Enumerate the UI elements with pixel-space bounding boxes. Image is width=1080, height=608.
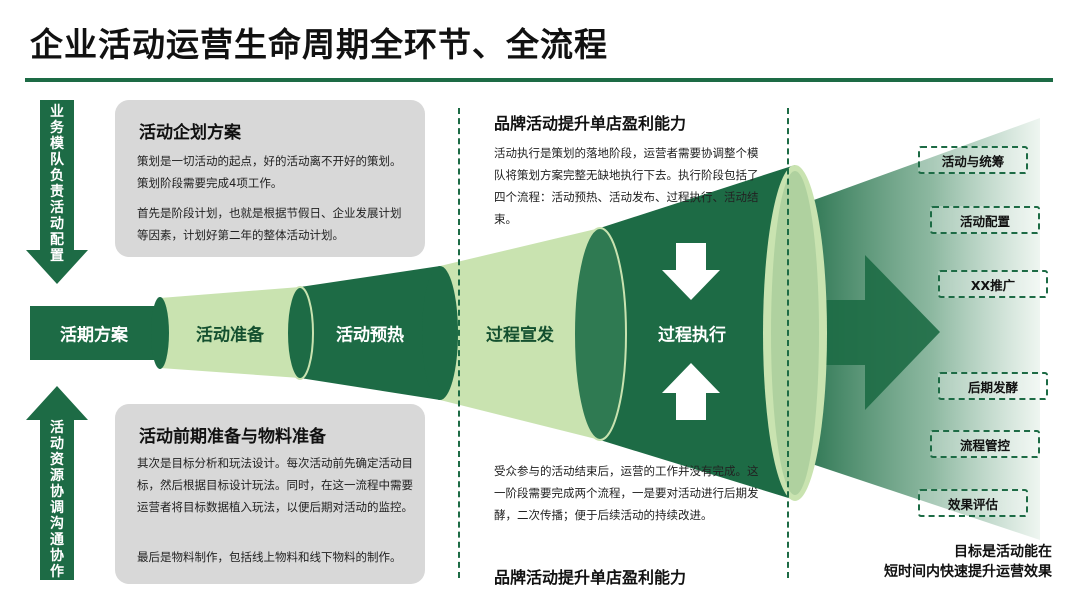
output-box-coordination: 活动与统筹 [918, 146, 1028, 174]
output-box-evaluation: 效果评估 [918, 489, 1028, 517]
stage-label-publicity: 过程宣发 [486, 321, 554, 346]
goal-line1: 目标是活动能在 [884, 542, 1052, 562]
panel-top-text: 活动执行是策划的落地阶段，运营者需要协调整个模队将策划方案完整无缺地执行下去。执… [494, 142, 766, 230]
panel-top-title: 品牌活动提升单店盈利能力 [494, 110, 686, 134]
bottom-vertical-label: 活动资源协调沟通协作 [48, 420, 66, 580]
output-box-config: 活动配置 [930, 206, 1040, 234]
goal-line2: 短时间内快速提升运营效果 [884, 562, 1052, 582]
output-box-fermentation: 后期发酵 [938, 372, 1048, 400]
top-vertical-label: 业务模队负责活动配置 [48, 104, 66, 264]
stage-label-plan: 活期方案 [60, 321, 128, 346]
divider-left [458, 108, 460, 578]
output-box-promotion: XX推广 [938, 270, 1048, 298]
stage-label-execute: 过程执行 [658, 321, 726, 346]
stage-label-warmup: 活动预热 [336, 321, 404, 346]
prep-card: 活动前期准备与物料准备 其次是目标分析和玩法设计。每次活动前先确定活动目标，然后… [115, 404, 425, 584]
plan-card-para1: 策划是一切活动的起点，好的活动离不开好的策划。策划阶段需要完成4项工作。 [137, 150, 407, 194]
divider-right [787, 108, 789, 578]
plan-card-para2: 首先是阶段计划，也就是根据节假日、企业发展计划等因素，计划好第二年的整体活动计划… [137, 202, 407, 246]
prep-card-para1: 其次是目标分析和玩法设计。每次活动前先确定活动目标，然后根据目标设计玩法。同时，… [137, 452, 415, 518]
prep-card-heading: 活动前期准备与物料准备 [139, 422, 326, 447]
output-box-process-control: 流程管控 [930, 430, 1040, 458]
prep-card-para2: 最后是物料制作，包括线上物料和线下物料的制作。 [137, 546, 419, 568]
panel-bottom-text: 受众参与的活动结束后，运营的工作并没有完成。这一阶段需要完成两个流程，一是要对活… [494, 460, 766, 526]
stage-label-prepare: 活动准备 [196, 321, 264, 346]
panel-bottom-title: 品牌活动提升单店盈利能力 [494, 564, 686, 588]
plan-card-heading: 活动企划方案 [139, 118, 241, 143]
goal-text: 目标是活动能在 短时间内快速提升运营效果 [884, 542, 1052, 582]
plan-card: 活动企划方案 策划是一切活动的起点，好的活动离不开好的策划。策划阶段需要完成4项… [115, 100, 425, 257]
